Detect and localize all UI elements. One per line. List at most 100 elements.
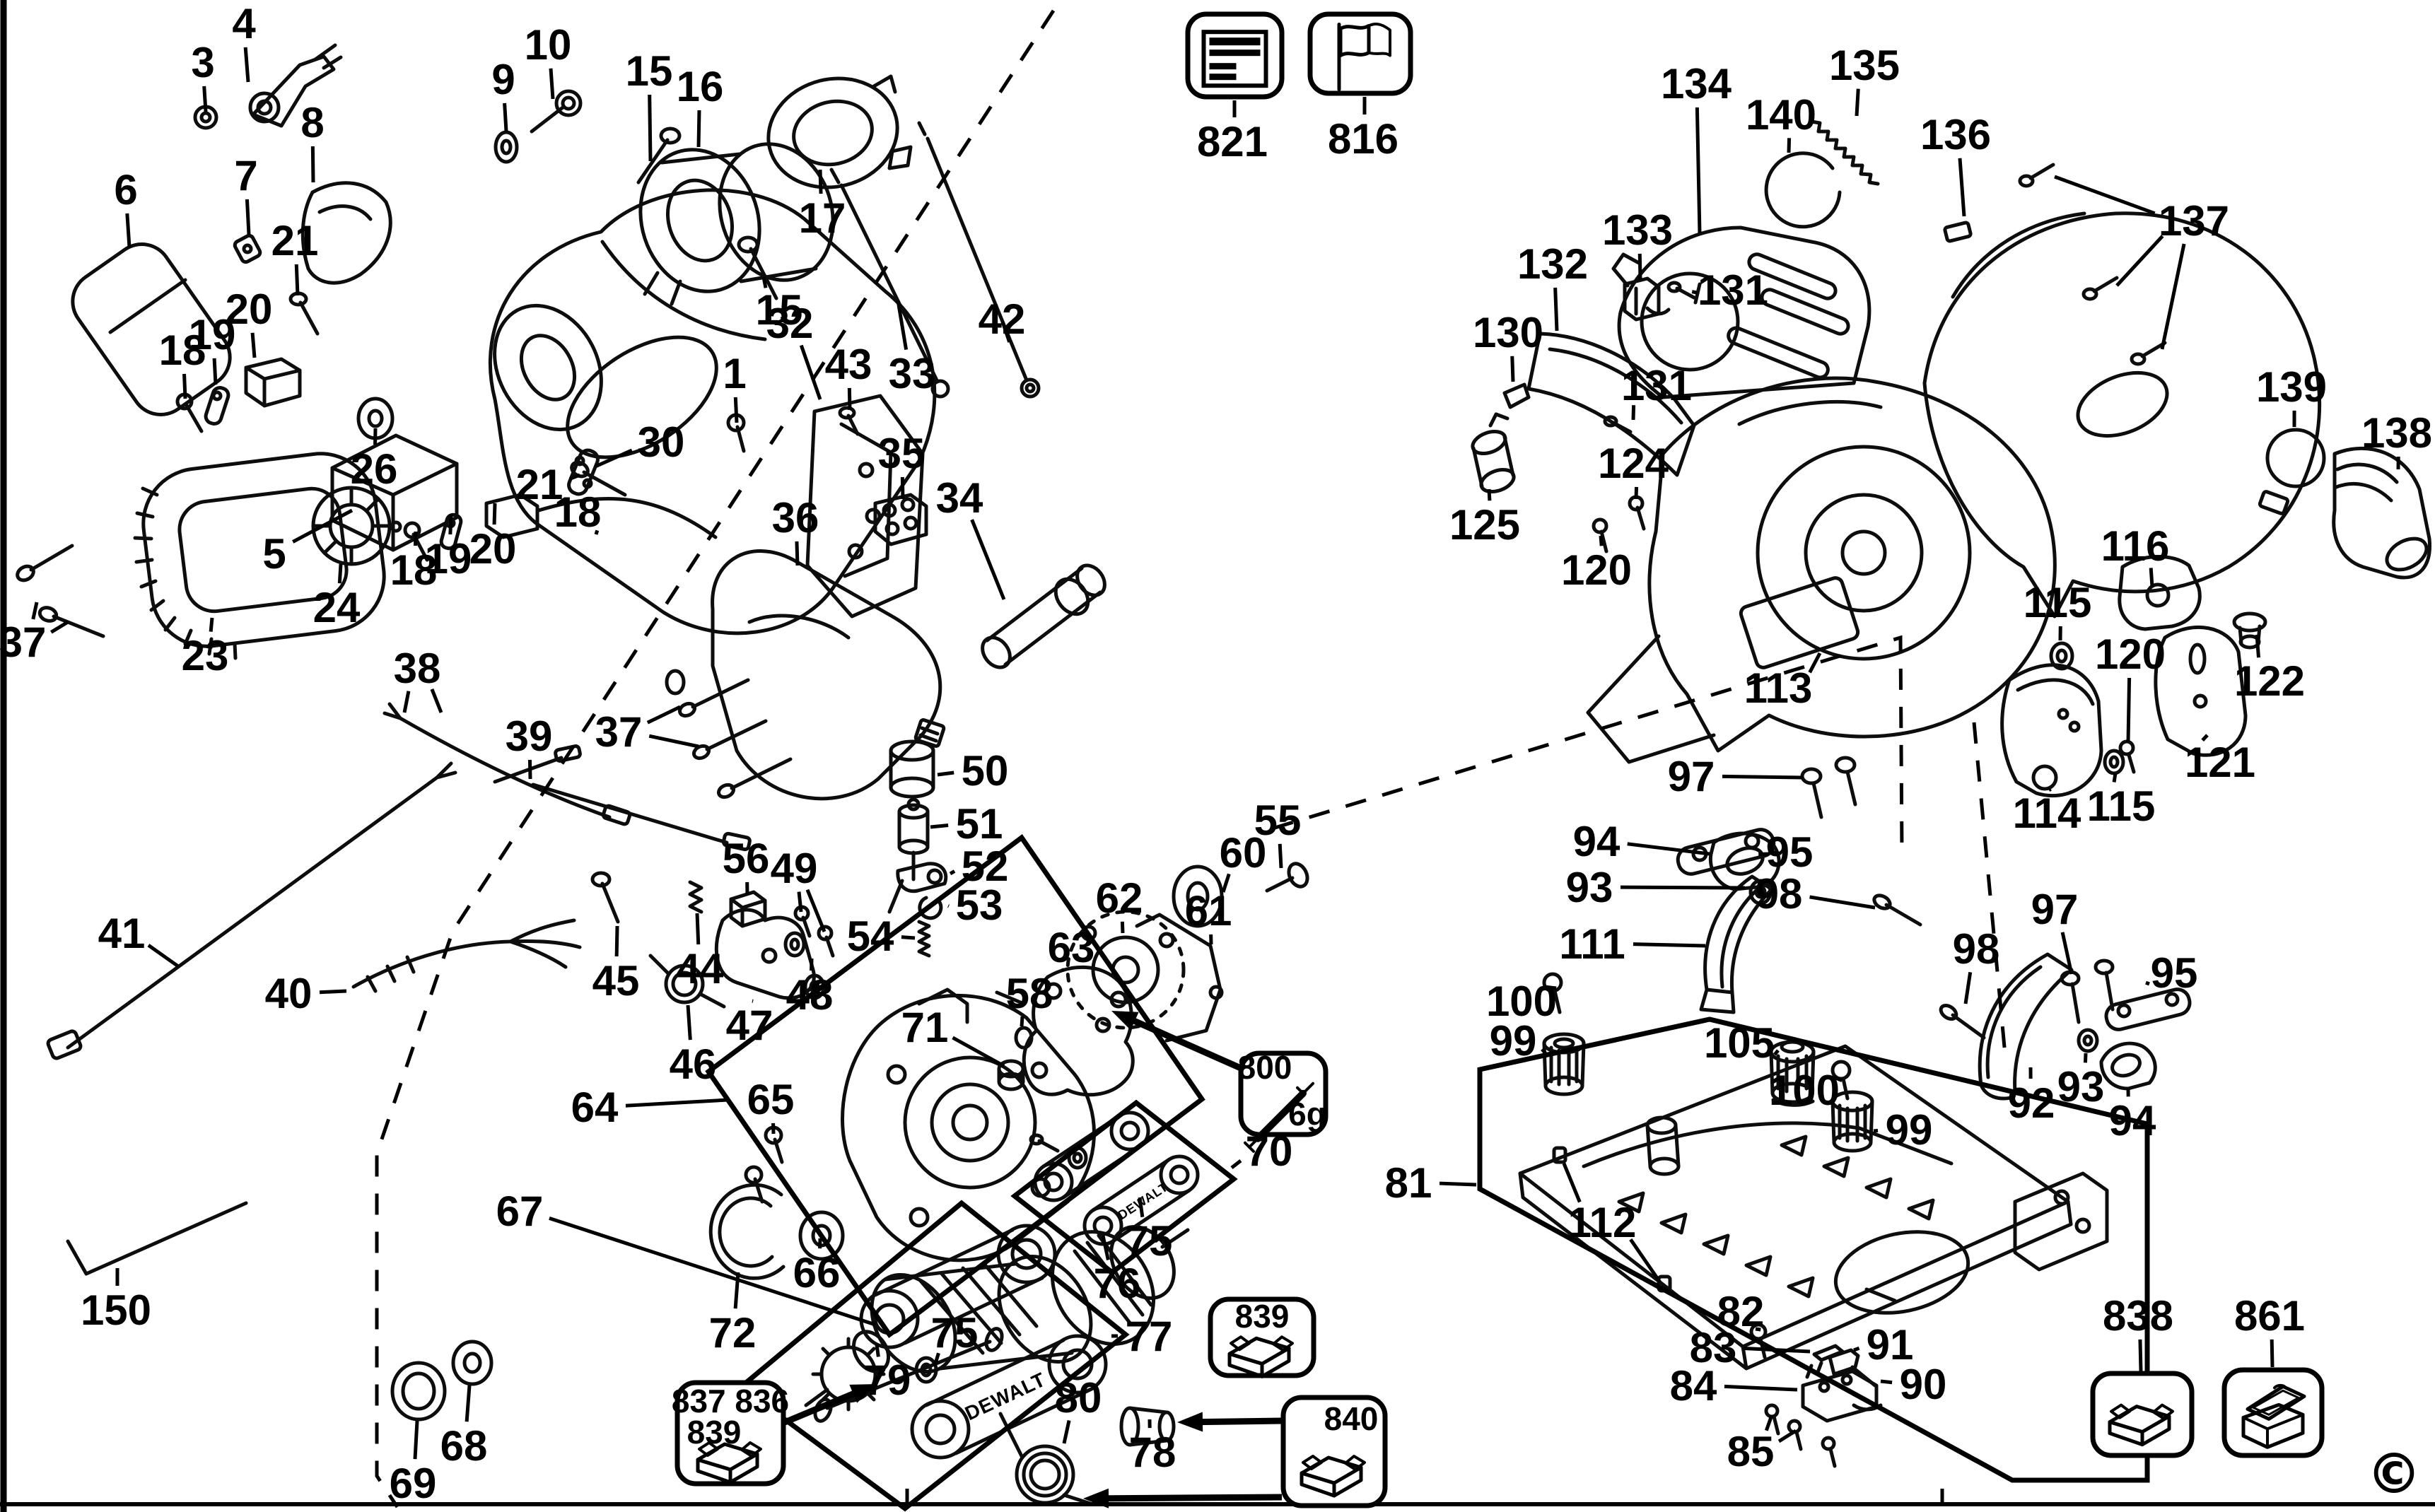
bracket-icon xyxy=(1272,1335,1294,1352)
line-art xyxy=(1830,1099,1874,1144)
part-number-95: 95 xyxy=(1766,828,1814,876)
sketch-retaining-ring-72 xyxy=(708,1183,786,1280)
line-art xyxy=(600,881,620,924)
part-number-75: 75 xyxy=(931,1309,979,1356)
sketch-circlip-140 xyxy=(1764,151,1842,229)
line-art xyxy=(829,168,841,184)
line-art xyxy=(792,99,874,167)
line-art xyxy=(1834,756,1857,774)
case-icon xyxy=(2252,1389,2300,1416)
line-art xyxy=(688,880,703,914)
line-art xyxy=(1821,1436,1836,1451)
sketch-washer-93a xyxy=(1748,879,1773,906)
part-number-21: 21 xyxy=(271,217,319,264)
part-number-16: 16 xyxy=(677,63,724,110)
line-art xyxy=(2192,693,2208,709)
sketch-knob-94b xyxy=(2099,1041,2157,1091)
line-art xyxy=(851,1330,891,1373)
bracket-icon xyxy=(2152,1403,2174,1420)
line-art xyxy=(248,91,281,124)
sketch-spindle-lock-50 xyxy=(889,718,946,799)
line-art xyxy=(494,130,519,164)
part-number-60: 60 xyxy=(1220,829,1267,877)
line-art xyxy=(1119,1120,1140,1142)
leader-line xyxy=(245,199,251,235)
line-art xyxy=(671,971,698,997)
line-art xyxy=(298,300,320,336)
line-art xyxy=(1800,767,1823,785)
sketch-oring-139 xyxy=(2265,428,2326,488)
part-number-15: 15 xyxy=(626,47,673,95)
sketch-pin-98a xyxy=(1872,893,1922,927)
nameplate-icon xyxy=(1209,63,1237,70)
line-art xyxy=(383,702,402,720)
line-art xyxy=(906,797,921,811)
part-number-861: 861 xyxy=(2234,1292,2305,1340)
part-number-33: 33 xyxy=(889,350,936,397)
line-art xyxy=(918,1262,1039,1355)
nameplate-icon xyxy=(1209,37,1261,46)
line-art xyxy=(1159,1154,1200,1195)
line-art xyxy=(2068,720,2081,733)
line-art xyxy=(930,1082,1010,1163)
sketch-washer-9 xyxy=(494,130,519,164)
leader-line xyxy=(1691,290,1698,295)
line-art xyxy=(1075,563,1106,597)
line-art xyxy=(716,783,736,799)
part-number-7: 7 xyxy=(234,152,257,199)
sub-assembly-frame xyxy=(1010,1099,1238,1276)
leader-line xyxy=(465,1385,472,1422)
line-art xyxy=(2118,739,2135,756)
part-number-64: 64 xyxy=(571,1084,619,1131)
line-art xyxy=(1727,326,1830,380)
line-art xyxy=(897,803,930,820)
leader-line xyxy=(2145,980,2150,986)
part-number-68: 68 xyxy=(440,1422,488,1470)
part-number-67: 67 xyxy=(496,1188,544,1235)
sketch-rod-42 xyxy=(917,121,1041,399)
line-art xyxy=(554,89,583,117)
part-number-44: 44 xyxy=(677,945,724,992)
line-art xyxy=(660,152,818,283)
line-art xyxy=(1776,1054,1809,1094)
leader-line xyxy=(1439,1181,1477,1187)
line-art xyxy=(1640,271,1740,372)
line-art xyxy=(1770,1082,1814,1104)
line-art xyxy=(918,726,940,743)
leader-line xyxy=(2255,634,2261,658)
line-art xyxy=(884,521,900,537)
line-art xyxy=(1592,517,1608,534)
leader-line xyxy=(243,47,250,83)
sketch-washer-68 xyxy=(451,1340,494,1386)
line-art xyxy=(1549,1045,1579,1086)
line-art xyxy=(1586,634,1716,764)
part-number-45: 45 xyxy=(592,957,640,1004)
sketch-screw-120a xyxy=(1592,517,1608,553)
line-art xyxy=(2116,1003,2132,1019)
line-art xyxy=(2055,648,2068,664)
kit-box-number: 800 xyxy=(1238,1049,1292,1086)
line-art xyxy=(1617,225,1871,399)
part-number-111: 111 xyxy=(1559,920,1625,968)
line-art xyxy=(1091,935,1160,1004)
part-number-100: 100 xyxy=(1486,978,1557,1025)
line-art xyxy=(847,543,864,560)
line-art xyxy=(177,486,349,614)
line-art xyxy=(1543,1075,1584,1096)
line-art xyxy=(1208,985,1224,1000)
sketch-wires-38 xyxy=(383,702,632,826)
line-art xyxy=(2082,1034,2094,1047)
line-art xyxy=(1838,1103,1867,1143)
line-art xyxy=(1043,1171,1064,1192)
line-art xyxy=(1703,874,1774,995)
line-art xyxy=(924,1413,957,1446)
part-number-4: 4 xyxy=(232,0,256,47)
leader-line xyxy=(1744,1346,1811,1354)
leader-line xyxy=(337,563,343,584)
line-art xyxy=(903,1055,1037,1190)
part-number-20: 20 xyxy=(226,286,273,333)
leader-line xyxy=(1633,942,1706,948)
leader-line xyxy=(1541,1048,1547,1055)
line-art-parts xyxy=(16,43,2431,1506)
